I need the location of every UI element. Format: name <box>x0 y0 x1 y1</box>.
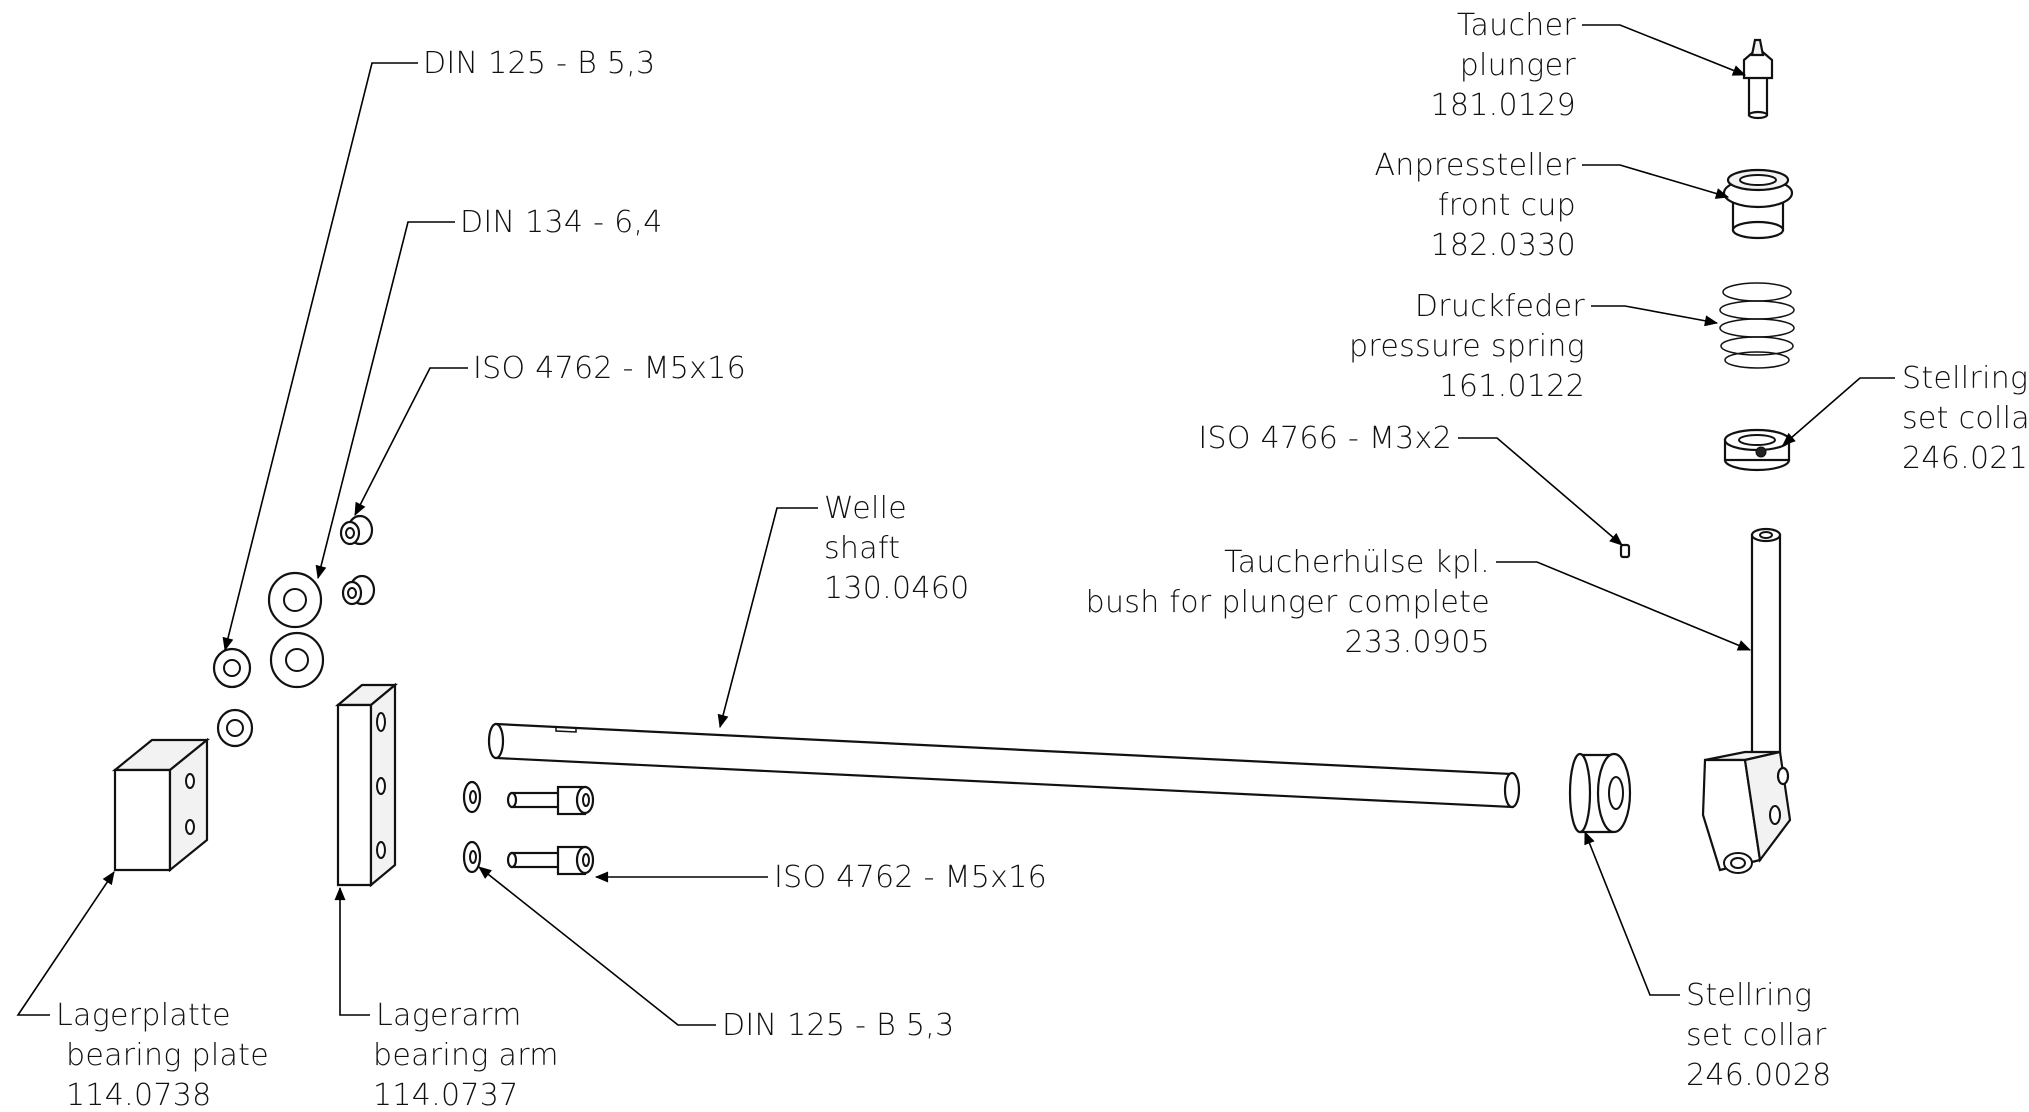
label-welle-de: Welle <box>824 491 907 526</box>
set-screw-iso4766-part <box>1619 543 1631 559</box>
screw-iso4762-upper-b <box>341 574 376 606</box>
label-lagerarm-de: Lagerarm <box>376 998 522 1033</box>
front-cup-part <box>1722 168 1794 240</box>
set-collar-top-part <box>1723 428 1791 472</box>
label-taucher-de: Taucher <box>1457 8 1577 43</box>
label-stellring-bottom-nr: 246.0028 <box>1686 1058 1832 1093</box>
leader-lines <box>16 24 1895 1026</box>
label-druckfeder-nr: 161.0122 <box>1439 369 1585 404</box>
label-stellring-top-en: set collar <box>1902 401 2029 436</box>
washer-din134-upper <box>267 571 323 629</box>
label-iso4762-bottom: ISO 4762 - M5x16 <box>774 860 1047 895</box>
pressure-spring-part <box>1719 282 1795 369</box>
washer-din125-lower <box>216 708 254 748</box>
washer-din134-lower <box>269 631 325 689</box>
washer-din125-bottom-a <box>462 780 482 814</box>
label-taucherhuelse-en: bush for plunger complete <box>1086 585 1490 620</box>
label-stellring-top-nr: 246.0210 <box>1902 441 2029 476</box>
washer-din125-bottom-b <box>462 840 482 874</box>
label-lagerarm-nr: 114.0737 <box>373 1078 519 1112</box>
screw-iso4762-upper-a <box>339 514 374 546</box>
label-taucherhuelse: Taucherhülse kpl. bush for plunger compl… <box>1086 545 1490 660</box>
label-taucher: Taucher plunger 181.0129 <box>1430 8 1576 123</box>
label-welle: Welle shaft 130.0460 <box>824 491 970 606</box>
label-druckfeder-de: Druckfeder <box>1415 289 1586 324</box>
label-iso4762-top: ISO 4762 - M5x16 <box>473 351 746 386</box>
label-anpressteller: Anpressteller front cup 182.0330 <box>1374 148 1576 263</box>
label-druckfeder-en: pressure spring <box>1349 329 1585 364</box>
label-lagerarm: Lagerarm bearing arm 114.0737 <box>373 998 559 1112</box>
label-stellring-top-de: Stellring <box>1902 361 2028 396</box>
label-iso4766: ISO 4766 - M3x2 <box>1198 421 1452 456</box>
label-taucher-nr: 181.0129 <box>1430 88 1576 123</box>
plunger-part <box>1742 38 1774 120</box>
set-collar-bottom-part <box>1568 752 1632 834</box>
label-anpressteller-nr: 182.0330 <box>1430 228 1576 263</box>
label-druckfeder: Druckfeder pressure spring 161.0122 <box>1349 289 1585 404</box>
label-lagerplatte-de: Lagerplatte <box>56 998 231 1033</box>
label-welle-en: shaft <box>824 531 900 566</box>
label-lagerplatte: Lagerplatte bearing plate 114.0738 <box>56 998 269 1112</box>
shaft-part <box>487 722 1521 809</box>
label-stellring-top: Stellring set collar 246.0210 <box>1902 361 2029 476</box>
label-anpressteller-de: Anpressteller <box>1374 148 1576 183</box>
label-stellring-bottom-de: Stellring <box>1686 978 1812 1013</box>
bearing-plate-part <box>111 737 211 873</box>
label-din134: DIN 134 - 6,4 <box>460 205 663 240</box>
label-lagerplatte-nr: 114.0738 <box>66 1078 212 1112</box>
label-stellring-bottom: Stellring set collar 246.0028 <box>1686 978 1832 1093</box>
bearing-arm-part <box>334 682 399 888</box>
screw-iso4762-lower-b <box>506 845 595 876</box>
label-lagerarm-en: bearing arm <box>373 1038 559 1073</box>
label-anpressteller-en: front cup <box>1438 188 1576 223</box>
label-taucherhuelse-de: Taucherhülse kpl. <box>1224 545 1490 580</box>
label-lagerplatte-en: bearing plate <box>66 1038 269 1073</box>
label-taucher-en: plunger <box>1460 48 1577 83</box>
label-din125-bottom: DIN 125 - B 5,3 <box>722 1008 954 1043</box>
label-welle-nr: 130.0460 <box>824 571 970 606</box>
label-taucherhuelse-nr: 233.0905 <box>1344 625 1490 660</box>
screw-iso4762-lower-a <box>506 785 595 816</box>
label-stellring-bottom-en: set collar <box>1686 1018 1827 1053</box>
label-din125-top: DIN 125 - B 5,3 <box>423 46 655 81</box>
plunger-bush-part <box>1701 527 1792 874</box>
washer-din125-upper <box>212 647 252 689</box>
